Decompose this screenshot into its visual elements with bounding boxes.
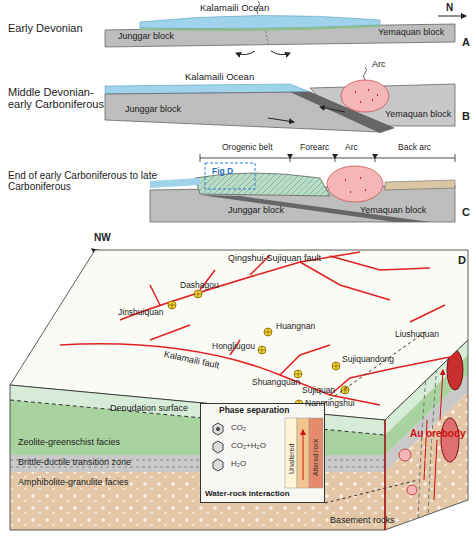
map-label: Liushuquan [395,330,439,339]
illustration-part [150,178,200,188]
inset-text: Phase separation [219,406,289,415]
map-label: Early Devonian [8,22,83,34]
inset-text: CO₂+H₂O [231,442,266,451]
illustration-part [325,330,428,503]
map-label: B [462,110,470,122]
illustration-part [287,154,378,159]
illustration-part [385,340,468,530]
illustration-part [327,166,383,202]
illustration-part [10,455,385,472]
illustration-part [150,255,430,305]
inset-text: Unaltered [288,444,296,474]
illustration-part [384,420,385,530]
illustration-part [168,290,349,408]
illustration-part [297,418,309,488]
map-label: Qingshui-Sujiquan fault [228,254,321,264]
illustration-part [60,344,380,405]
map-label: Junggar block [118,32,174,42]
illustration-part [200,154,455,162]
map-label: Sujiquandong [342,355,394,364]
inset-text: CO₂ [231,424,246,433]
map-label: Back arc [398,143,431,152]
map-label: N [446,2,453,13]
inset-text: Water-rock interaction [205,490,290,499]
map-label: Junggar block [125,105,181,115]
illustration-part [320,107,345,112]
illustration-part [268,118,294,122]
map-label: Arc [372,60,386,70]
illustration-part [418,320,440,525]
illustration-part [385,180,455,190]
illustration-part [285,418,297,488]
map-label: Shuangquan [252,378,300,387]
illustration-part [200,195,430,222]
inset-box: Phase separationCO₂ CO₂+H₂O H₂O Water-rock … [200,403,325,503]
illustration-part [195,173,330,196]
illustration-part [150,305,460,395]
map-label: Sujiquan [302,386,335,395]
inset-graphics [200,330,428,503]
map-label: Dashagou [180,281,219,290]
illustration-part [10,385,385,530]
illustration-part [341,80,389,112]
illustration-part [399,449,411,461]
map-label: Brittle-ductile transition zone [18,458,131,468]
map-label: Arc [345,143,358,152]
panel-a-section [105,1,466,55]
illustration-part [216,427,220,431]
map-label: Kalamaili Ocean [185,72,254,82]
map-label: Fig D [212,167,233,176]
illustration-part [60,252,460,405]
map-label: Basement rocks [330,516,395,526]
illustration-part [10,400,385,455]
map-label: Orogenic belt [222,143,273,152]
map-label: Zeolite-greenschist facies [18,438,120,448]
illustration-part [213,423,223,471]
illustration-part [345,178,366,192]
illustration-part [355,90,378,102]
map-label: Hongliugou [212,342,255,351]
panel-c-section [150,154,455,222]
map-label: Junggar block [228,206,284,216]
illustration-part [10,472,385,530]
map-label: Kalamaili Ocean [200,3,269,13]
illustration-part [385,392,468,530]
map-label: Yemaquan block [378,28,444,38]
illustration-part [438,16,466,17]
map-label: Nanmingshui [305,399,355,408]
map-label: D [458,254,466,266]
illustration-part [10,400,385,435]
illustration-part [441,418,459,462]
map-label: Huangnan [276,322,315,331]
illustration-part [205,163,255,189]
map-label: Forearc [300,143,329,152]
map-label: Yemaquan block [385,110,451,120]
illustration-part [10,385,385,530]
map-label: Yemaquan block [360,206,426,216]
inset-text: Altered rock [312,439,320,476]
map-label: Middle Devonian- early Carboniferous [8,86,108,110]
map-label: NW [94,232,111,243]
inset-text: H₂O [231,460,246,469]
map-label: Denudation surface [110,404,188,414]
map-label: Jinshuiquan [118,308,163,317]
illustration-part [309,418,323,488]
map-label: A [462,36,470,48]
illustration-part [407,485,417,495]
map-label: End of early Carboniferous to late Carbo… [8,170,168,192]
illustration-part [200,403,325,503]
panel-b-section [105,67,455,133]
illustration-part [303,430,304,480]
illustration-part [168,290,349,408]
illustration-part [385,320,468,530]
block-diagram [10,249,468,530]
illustration-part [271,51,290,55]
illustration-part [140,25,380,31]
map-label: C [462,206,470,218]
illustration-part [236,51,255,55]
map-label: Amphibolite-granulite facies [18,478,129,488]
map-label: Au orebody [410,428,466,439]
illustration-part [364,67,367,80]
